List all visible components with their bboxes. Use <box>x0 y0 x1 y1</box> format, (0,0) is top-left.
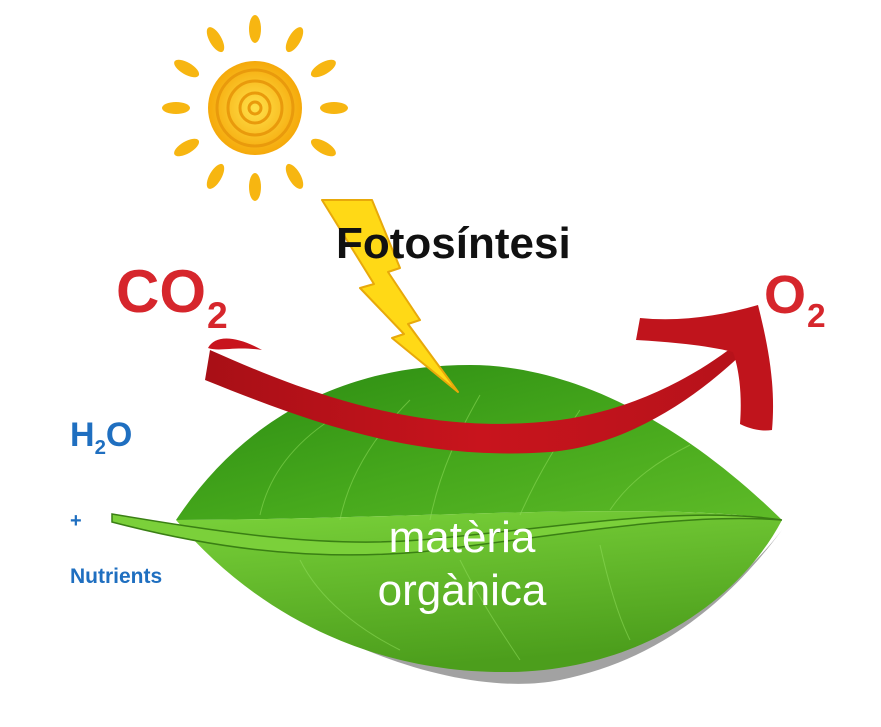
h2o-base-o: O <box>105 416 133 454</box>
o2-label: O2 <box>764 265 826 333</box>
organic-matter-label: matèria orgànica <box>372 512 552 618</box>
o2-subscript: 2 <box>807 298 826 336</box>
nutrients-label: Nutrients <box>70 565 163 588</box>
arrow-icon <box>205 305 774 454</box>
diagram-title: Fotosíntesi <box>336 219 571 268</box>
co2-label: CO2 <box>116 262 228 334</box>
h2o-subscript: 2 <box>94 437 106 460</box>
sun-icon <box>162 15 348 201</box>
organic-matter-line2: orgànica <box>377 565 547 615</box>
lightning-bolt-icon <box>321 199 459 393</box>
h2o-base-h: H <box>70 416 95 454</box>
organic-matter-line1: matèria <box>388 513 536 562</box>
co2-subscript: 2 <box>207 293 228 336</box>
plus-sign: + <box>70 510 82 532</box>
co2-base: CO <box>116 258 206 325</box>
o2-base: O <box>764 265 807 325</box>
h2o-label: H2O <box>70 416 133 458</box>
